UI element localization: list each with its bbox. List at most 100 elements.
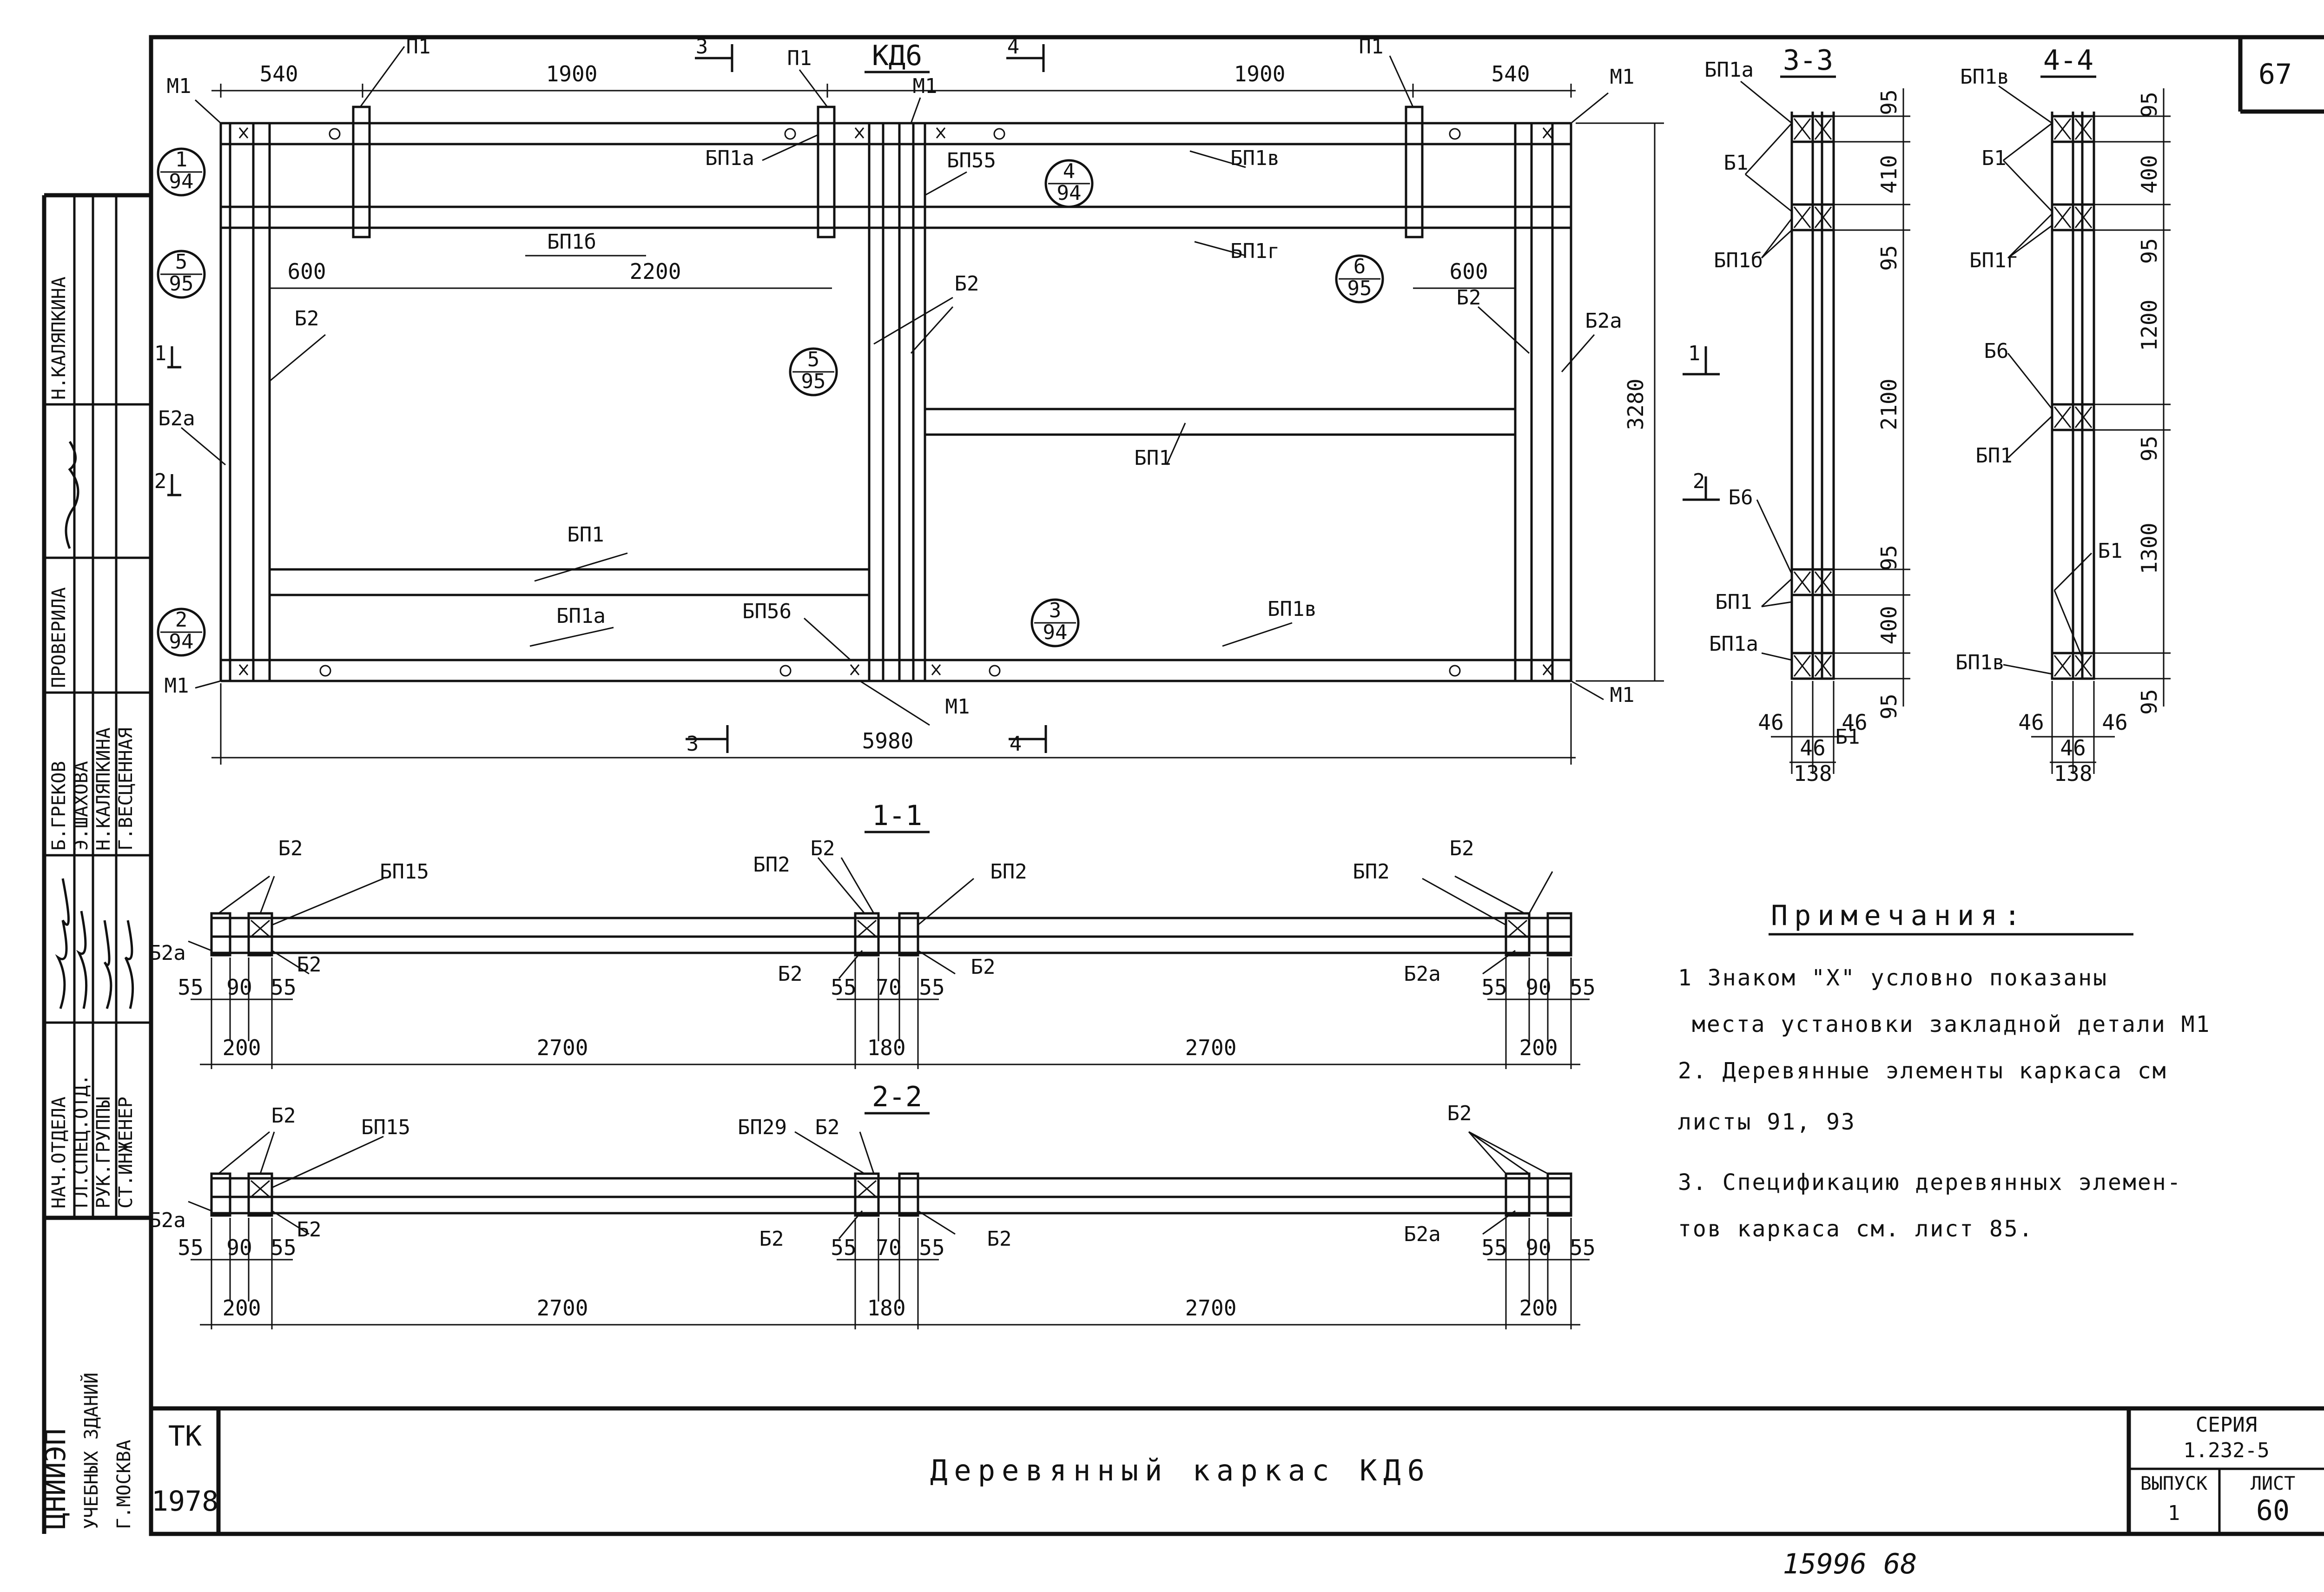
dim-v: 410	[1876, 155, 1901, 193]
label-33: БП1а	[1704, 58, 1754, 82]
series-value: 1.232-5	[2183, 1439, 2269, 1462]
label-11: БП2	[1353, 860, 1389, 884]
dim-v: 1200	[2137, 300, 2162, 351]
dim-small: 55	[919, 975, 944, 1000]
section-mark-number: 2	[154, 469, 167, 493]
label-44: Б6	[1984, 339, 2009, 363]
notes-block: Примечания: 1 Знаком "Х" условно показан…	[1678, 899, 2211, 1242]
callout-den: 94	[1043, 621, 1068, 644]
frame-plan: КД6	[154, 35, 1720, 765]
label-11: Б2а	[149, 941, 185, 965]
label-11: БП2	[990, 860, 1027, 884]
detail-callout: 1 94	[157, 147, 206, 197]
section-mark-number: 4	[1007, 35, 1020, 59]
section-title: 3-3	[1783, 44, 1833, 77]
label-bp1a: БП1а	[705, 146, 754, 170]
dim-v: 95	[2137, 92, 2162, 117]
callout-num: 1	[175, 148, 188, 172]
dim-b: 138	[1793, 761, 1832, 786]
label-33: Б6	[1729, 486, 1753, 509]
dim-top: 540	[259, 61, 298, 86]
dim-small: 90	[226, 1235, 252, 1260]
issue-value: 1	[2168, 1501, 2180, 1525]
dim-v: 95	[1876, 245, 1901, 271]
label-bp1g: БП1г	[1230, 239, 1280, 263]
section-mark-number: 2	[1693, 469, 1705, 493]
section-mark: 3	[695, 35, 733, 72]
label-bp1b: БП1б	[547, 230, 596, 254]
label-33: БП1	[1715, 590, 1752, 614]
section-mark: 1	[154, 342, 181, 369]
section-mark: 4	[1006, 35, 1045, 72]
dim-top: 1900	[1234, 61, 1286, 86]
dim-small: 70	[876, 975, 901, 1000]
section-mark: 2	[154, 469, 181, 496]
label-bp55: БП55	[947, 149, 996, 172]
dim-v: 1300	[2137, 523, 2162, 575]
corner-number: 67	[2258, 58, 2292, 91]
label-bp56: БП56	[742, 600, 792, 623]
label-33: БП1б	[1714, 249, 1763, 272]
label-b2: Б2	[955, 272, 979, 296]
dim-small: 55	[1481, 1235, 1507, 1260]
detail-callout: 3 94	[1030, 598, 1080, 647]
stamp-role: НАЧ.ОТДЕЛА	[48, 1097, 70, 1209]
callout-num: 2	[175, 608, 188, 632]
callout-den: 94	[169, 170, 194, 193]
label-44: БП1	[1975, 444, 2012, 468]
dim-small: 55	[1570, 1235, 1595, 1260]
stamp-role: СТ.ИНЖЕНЕР	[115, 1097, 137, 1209]
dim-inner: 600	[1449, 259, 1488, 284]
dim-big: 2700	[537, 1035, 588, 1060]
dim-v: 95	[2137, 436, 2162, 461]
label-44: Б1	[1982, 146, 2007, 170]
note-line: 1 Знаком "Х" условно показаны	[1678, 965, 2108, 991]
stamp-org: ЦНИИЭП	[40, 1428, 72, 1529]
dim-small: 55	[831, 975, 856, 1000]
stamp-org: УЧЕБНЫХ ЗДАНИЙ	[80, 1373, 102, 1529]
signature	[65, 441, 79, 549]
label-m1: М1	[913, 74, 938, 98]
section-title: 4-4	[2043, 44, 2093, 77]
dim-big: 2700	[1185, 1295, 1237, 1321]
dim-big: 200	[1519, 1035, 1558, 1060]
label-11: Б2	[778, 962, 803, 986]
dim-b: 46	[2102, 710, 2127, 735]
stamp-name: Н.КАЛЯПКИНА	[48, 277, 70, 400]
section-mark: 2	[1683, 469, 1720, 501]
callout-num: 4	[1063, 159, 1076, 183]
label-11: Б2	[811, 837, 835, 860]
note-line: 3. Спецификацию деревянных элемен-	[1678, 1169, 2182, 1196]
section-2-2: 2-2 Б2 БП15 Б2а Б2 БП29 Б2 Б2 Б2 Б2 Б2а …	[149, 1081, 1596, 1329]
label-b2: Б2	[1457, 286, 1481, 310]
dim-b: 46	[2060, 735, 2086, 760]
note-line: места установки закладной детали М1	[1692, 1011, 2211, 1037]
label-11: Б2	[278, 837, 303, 860]
label-bp1: БП1	[1134, 446, 1171, 470]
dim-b: 46	[1800, 735, 1825, 760]
notes-heading: Примечания:	[1771, 899, 2027, 932]
label-b2a: Б2а	[158, 407, 195, 430]
label-22: БП29	[738, 1116, 787, 1139]
signature	[55, 878, 134, 1009]
callout-num: 6	[1353, 255, 1366, 278]
label-22: Б2	[815, 1116, 840, 1139]
dim-small: 90	[226, 975, 252, 1000]
dim-big: 2700	[537, 1295, 588, 1321]
dim-v: 95	[2137, 238, 2162, 264]
label-22: Б2	[987, 1227, 1012, 1251]
dim-total-height: 3280	[1623, 379, 1648, 430]
label-22: Б2	[271, 1104, 296, 1128]
label-44: БП1в	[1955, 651, 2005, 674]
dim-small: 55	[1481, 975, 1507, 1000]
dim-small: 55	[178, 975, 203, 1000]
section-mark: 1	[1683, 342, 1720, 376]
label-p1: П1	[1359, 35, 1384, 59]
label-11: Б2	[1450, 837, 1474, 860]
label-p1: П1	[406, 35, 431, 59]
label-33: БП1а	[1709, 632, 1758, 656]
stamp-org: Г.МОСКВА	[113, 1440, 135, 1529]
dim-v: 400	[1876, 606, 1901, 644]
stamp-block: НАЧ.ОТДЕЛА ГЛ.СПЕЦ.ОТД. РУК.ГРУППЫ СТ.ИН…	[40, 277, 137, 1529]
stamp-name: Г.ВЕСЦЕННАЯ	[115, 727, 137, 851]
